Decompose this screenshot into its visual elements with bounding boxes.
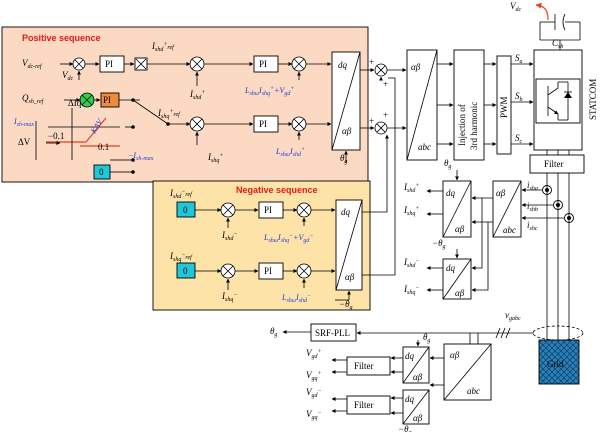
positive-sequence-title: Positive sequence xyxy=(22,33,101,43)
svg-text:αβ: αβ xyxy=(455,224,465,234)
svg-text:PI: PI xyxy=(264,266,272,276)
svg-text:dq: dq xyxy=(338,60,348,70)
svg-text:dq: dq xyxy=(405,351,415,361)
svg-text:αβ: αβ xyxy=(411,62,421,72)
svg-text:Ishq+ref: Ishq+ref xyxy=(157,108,181,120)
svg-text:Vdc: Vdc xyxy=(62,70,74,82)
svg-text:αβ: αβ xyxy=(496,188,506,198)
svg-text:θg: θg xyxy=(270,326,277,338)
svg-text:PI: PI xyxy=(103,95,111,105)
svg-text:+: + xyxy=(369,116,374,126)
svg-text:Vgd−: Vgd− xyxy=(306,387,322,399)
svg-text:Csh: Csh xyxy=(552,38,563,50)
svg-text:0.1: 0.1 xyxy=(98,142,109,152)
svg-text:dq: dq xyxy=(341,207,351,217)
svg-text:dq: dq xyxy=(446,263,456,273)
filter-statcom xyxy=(529,154,585,174)
svg-text:PI: PI xyxy=(105,59,113,69)
svg-text:Sa: Sa xyxy=(515,53,523,65)
svg-text:ΔV: ΔV xyxy=(18,137,31,147)
svg-text:PI: PI xyxy=(264,205,272,215)
filter-voltage-pos xyxy=(346,356,391,376)
svg-text:Sc: Sc xyxy=(515,133,523,145)
svg-text:Ishd−: Ishd− xyxy=(221,230,237,242)
svg-text:isha: isha xyxy=(527,180,538,192)
svg-text:vgabc: vgabc xyxy=(505,310,521,322)
svg-text:−θg: −θg xyxy=(339,299,353,311)
svg-text:ΔIq: ΔIq xyxy=(68,98,82,108)
svg-text:αβ: αβ xyxy=(413,413,423,423)
svg-text:Filter: Filter xyxy=(544,159,564,169)
svg-text:abc: abc xyxy=(418,142,431,152)
svg-text:Ishq−: Ishq− xyxy=(403,284,419,296)
svg-text:Filter: Filter xyxy=(354,361,374,371)
zero-block-neg-d xyxy=(176,201,196,218)
svg-text:abc: abc xyxy=(503,225,516,235)
svg-text:+: + xyxy=(383,79,388,89)
srf-pll-block xyxy=(310,323,357,342)
svg-text:dq: dq xyxy=(405,394,415,404)
grid-block xyxy=(538,339,580,385)
svg-text:STATCOM: STATCOM xyxy=(588,79,598,120)
negative-sequence-title: Negative sequence xyxy=(236,185,318,195)
pwm-block xyxy=(496,55,512,155)
svg-text:PWM: PWM xyxy=(499,96,509,118)
svg-text:abc: abc xyxy=(467,386,480,396)
svg-text:Vgq+: Vgq+ xyxy=(306,370,322,382)
svg-text:Vgq−: Vgq− xyxy=(306,409,322,421)
svg-text:θg: θg xyxy=(423,332,430,344)
svg-text:Filter: Filter xyxy=(354,400,374,410)
svg-text:PI: PI xyxy=(259,119,267,129)
zero-block-neg-q xyxy=(176,262,196,279)
svg-text:−θg: −θg xyxy=(432,238,446,250)
svg-text:Ishd−ref: Ishd−ref xyxy=(169,188,193,200)
svg-text:0: 0 xyxy=(99,167,104,177)
svg-text:Ishd+ref: Ishd+ref xyxy=(151,41,175,53)
svg-text:αβ: αβ xyxy=(455,288,465,298)
svg-text:αβ: αβ xyxy=(413,372,423,382)
svg-text:Vgd+: Vgd+ xyxy=(306,348,322,360)
svg-text:αβ: αβ xyxy=(345,272,355,282)
svg-text:ishc: ishc xyxy=(527,220,538,232)
svg-text:−θg: −θg xyxy=(398,424,412,432)
positive-sequence-panel xyxy=(1,26,369,183)
svg-text:αβ: αβ xyxy=(450,350,460,360)
svg-text:Sb: Sb xyxy=(515,91,523,103)
svg-text:ishb: ishb xyxy=(527,201,538,213)
svg-text:Injection of: Injection of xyxy=(457,104,467,146)
svg-text:Ishq−: Ishq− xyxy=(221,291,237,303)
svg-text:PI: PI xyxy=(259,59,267,69)
svg-text:LshωIshq−+Vgd−: LshωIshq−+Vgd− xyxy=(263,233,313,244)
filter-voltage-neg xyxy=(346,395,391,415)
svg-text:+: + xyxy=(369,57,374,67)
svg-text:−Ish-max: −Ish-max xyxy=(128,151,154,162)
svg-text:LshωIshd+: LshωIshd+ xyxy=(275,147,305,158)
svg-text:Grid: Grid xyxy=(547,359,564,369)
svg-text:dq: dq xyxy=(446,188,456,198)
svg-text:Vdc: Vdc xyxy=(510,1,522,13)
svg-text:Ishq+: Ishq+ xyxy=(207,152,223,164)
svg-text:LshωIshd−: LshωIshd− xyxy=(281,293,311,304)
svg-text:Ishd−: Ishd− xyxy=(403,257,419,269)
svg-text:Ishd+: Ishd+ xyxy=(189,89,205,101)
svg-text:θg: θg xyxy=(444,158,451,170)
svg-text:3rd harmonic: 3rd harmonic xyxy=(469,102,479,150)
svg-text:Ishq−ref: Ishq−ref xyxy=(169,251,193,263)
svg-text:LshωIshq++Vgd+: LshωIshq++Vgd+ xyxy=(244,86,294,97)
svg-text:SRF-PLL: SRF-PLL xyxy=(315,328,350,338)
svg-text:+: + xyxy=(383,110,388,120)
svg-text:−0.1: −0.1 xyxy=(48,131,64,141)
svg-text:αβ: αβ xyxy=(342,126,352,136)
svg-text:Ish-max: Ish-max xyxy=(13,117,34,128)
vdc-ref-label: Vdc-ref xyxy=(22,58,43,70)
svg-text:0: 0 xyxy=(183,205,188,215)
svg-text:Ishq+: Ishq+ xyxy=(403,205,419,217)
svg-text:0: 0 xyxy=(183,266,188,276)
svg-text:Ishd+: Ishd+ xyxy=(403,182,419,194)
svg-text:Qsh_ref: Qsh_ref xyxy=(22,93,45,105)
